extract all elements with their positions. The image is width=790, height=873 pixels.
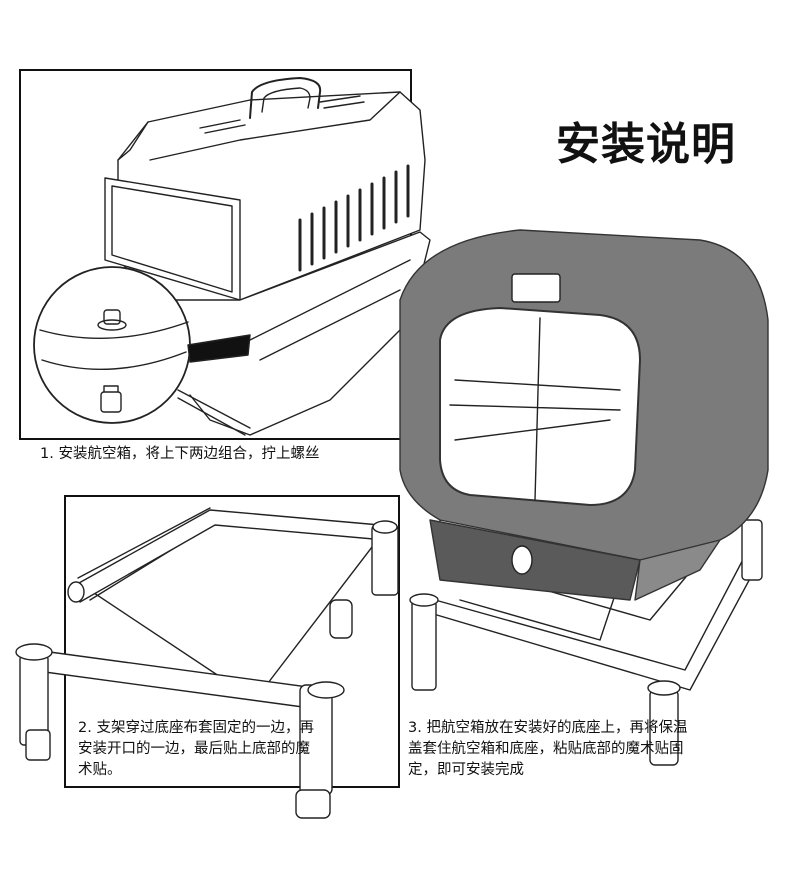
step-2-text: 2. 支架穿过底座布套固定的一边，再安装开口的一边，最后贴上底部的魔术贴。 [78,720,314,778]
step2-illustration-frame [64,495,400,788]
assembled-illustration [399,229,769,766]
stand-illustration [15,507,399,819]
step-1-text: 1. 安装航空箱，将上下两边组合，拧上螺丝 [40,446,320,462]
step-3-text: 3. 把航空箱放在安装好的底座上，再将保温盖套住航空箱和底座，粘贴底部的魔术贴固… [408,720,688,778]
carrier-illustration [33,77,431,436]
page-title: 安装说明 [556,119,736,170]
